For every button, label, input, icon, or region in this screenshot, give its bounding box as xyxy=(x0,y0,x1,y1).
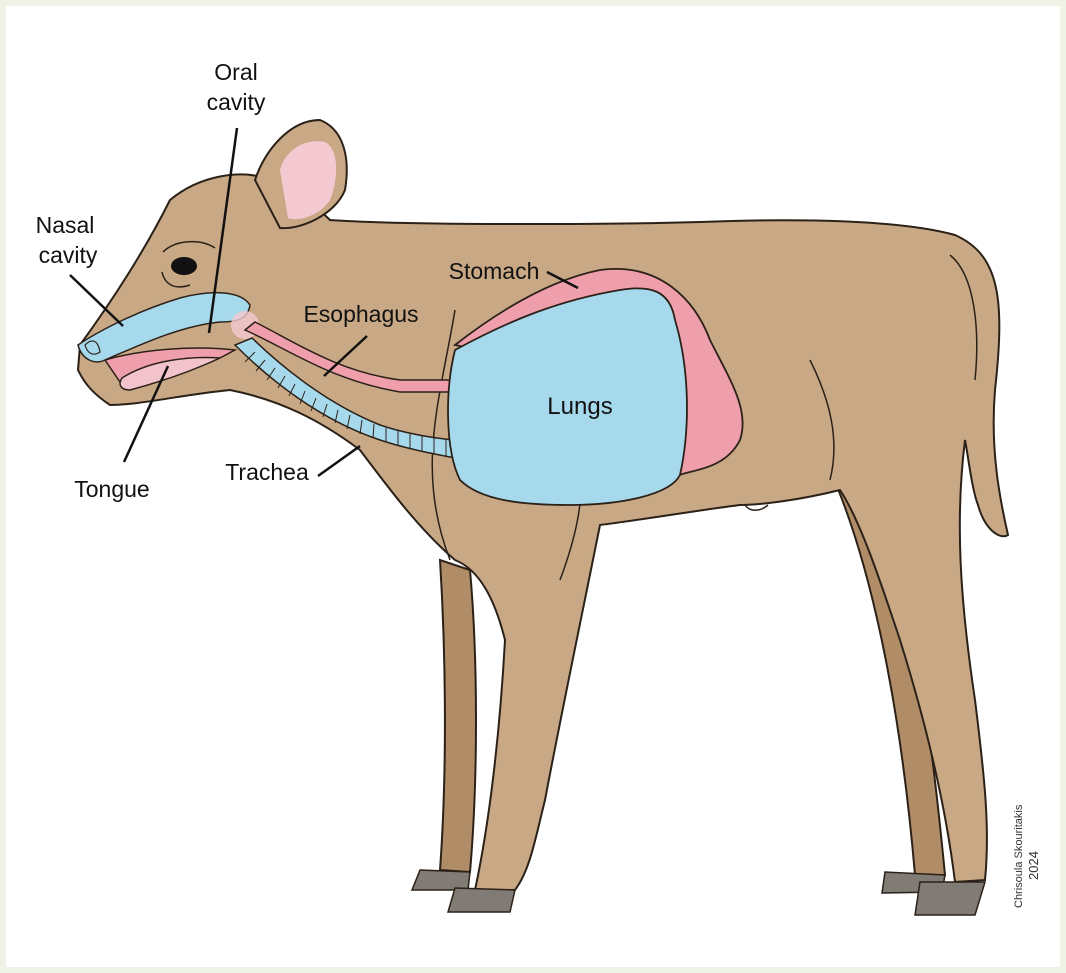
label-esophagus: Esophagus xyxy=(303,301,418,327)
label-oral-cavity-line1: Oral xyxy=(214,59,257,85)
label-lungs: Lungs xyxy=(547,393,612,420)
label-trachea: Trachea xyxy=(225,459,309,485)
artist-signature: Chrisoula Skouritakis 2024 xyxy=(1013,804,1041,908)
eye xyxy=(171,257,197,275)
label-nasal-cavity-line2: cavity xyxy=(39,242,98,268)
calf-body xyxy=(78,174,1008,890)
signature-name: Chrisoula Skouritakis xyxy=(1013,804,1025,908)
signature-year: 2024 xyxy=(1026,851,1041,880)
label-oral-cavity-line2: cavity xyxy=(207,89,266,115)
label-nasal-cavity-line1: Nasal xyxy=(36,212,95,238)
label-stomach: Stomach xyxy=(449,258,540,284)
label-tongue: Tongue xyxy=(74,476,149,502)
